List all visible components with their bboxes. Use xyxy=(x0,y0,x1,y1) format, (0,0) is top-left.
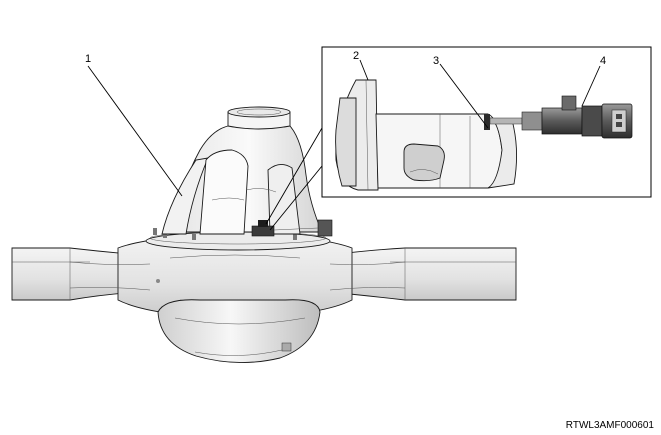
axle-housing xyxy=(11,233,517,319)
callout-3: 3 xyxy=(433,55,439,67)
callout-4: 4 xyxy=(600,55,606,67)
inset-pointer-lines xyxy=(265,127,323,231)
figure-code: RTWL3AMF000601 xyxy=(566,420,655,431)
differential-cover xyxy=(157,299,321,363)
speed-sensor xyxy=(484,95,633,139)
callout-2: 2 xyxy=(353,50,359,62)
leader-lines xyxy=(87,59,601,197)
callout-1: 1 xyxy=(85,53,91,65)
differential-carrier xyxy=(145,106,333,251)
sensor-location-detail xyxy=(251,219,333,237)
detail-inset xyxy=(321,46,652,198)
